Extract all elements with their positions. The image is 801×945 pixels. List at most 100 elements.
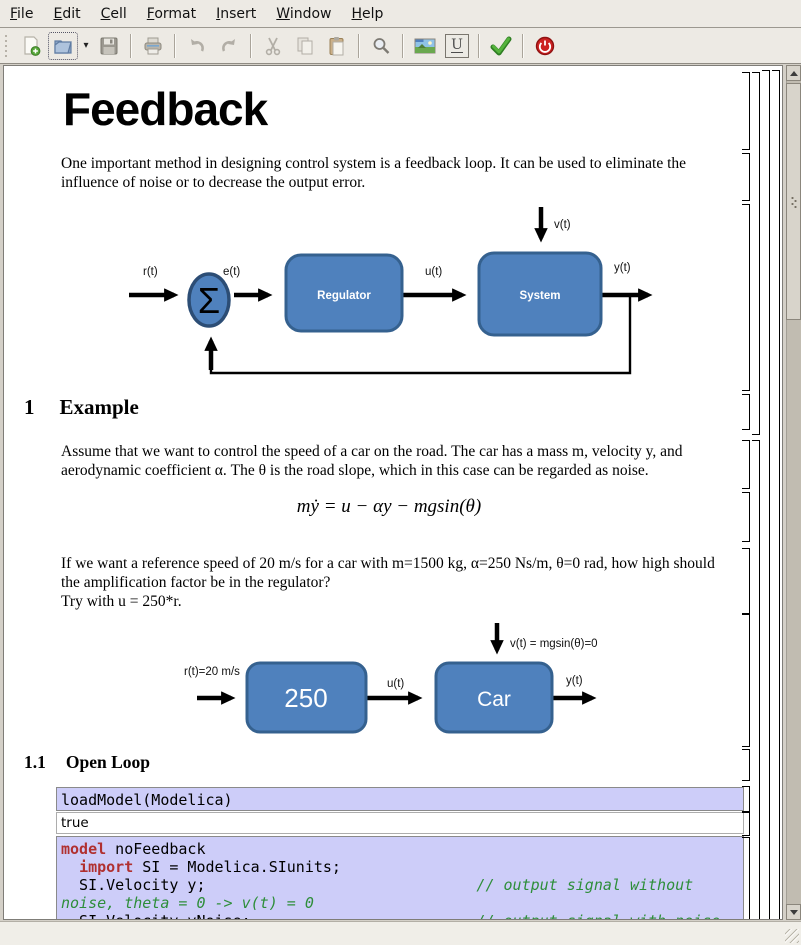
reference-text: If we want a reference speed of 20 m/s f… <box>61 555 715 591</box>
gain-block <box>245 661 368 734</box>
cell-bracket[interactable] <box>742 812 750 836</box>
scroll-down-button[interactable] <box>786 904 801 920</box>
save-button[interactable] <box>94 32 124 60</box>
car-label: Car <box>477 688 511 711</box>
math-formula: mẏ = u − αy − mgsin(θ) <box>296 496 482 517</box>
cell-bracket[interactable] <box>742 492 750 542</box>
insert-image-button[interactable] <box>410 32 440 60</box>
scroll-up-button[interactable] <box>786 65 801 81</box>
toolbar: ▾ <box>0 28 801 64</box>
code-block: model noFeedback import SI = Modelica.SI… <box>61 840 720 919</box>
cell-bracket[interactable] <box>742 749 750 781</box>
new-document-icon <box>24 35 41 56</box>
menu-cell[interactable]: Cell <box>100 5 127 22</box>
checkmark-icon <box>490 36 512 55</box>
section-title: Example <box>59 395 139 419</box>
redo-button[interactable] <box>214 32 244 60</box>
new-document-button[interactable] <box>16 32 46 60</box>
signal-r-label: r(t) <box>143 266 158 278</box>
toolbar-separator <box>402 33 404 58</box>
group-bracket[interactable] <box>752 440 760 919</box>
group-bracket[interactable] <box>772 70 780 919</box>
open-button[interactable] <box>48 31 78 60</box>
redo-icon <box>222 38 235 52</box>
undo-button[interactable] <box>182 32 212 60</box>
cell-bracket[interactable] <box>742 614 750 747</box>
signal-v-label: v(t) = mgsin(θ)=0 <box>510 638 598 650</box>
power-icon <box>535 36 555 55</box>
section-1-heading: 1 Example <box>24 395 139 420</box>
copy-icon <box>297 37 313 54</box>
cell-bracket[interactable] <box>742 72 750 150</box>
scrollbar-thumb[interactable] <box>786 83 801 320</box>
evaluate-button[interactable] <box>486 32 516 60</box>
menu-window[interactable]: Window <box>276 5 332 22</box>
input-cell-loadmodel[interactable]: loadModel(Modelica) <box>56 787 744 811</box>
open-dropdown-button[interactable]: ▾ <box>80 32 92 60</box>
underline-button[interactable]: U <box>442 32 472 60</box>
status-bar <box>0 921 801 945</box>
group-bracket[interactable] <box>762 70 770 919</box>
search-icon <box>373 37 390 54</box>
toolbar-separator <box>478 33 480 58</box>
underline-icon: U <box>445 33 469 58</box>
menu-format[interactable]: Format <box>146 5 197 22</box>
assume-paragraph: Assume that we want to control the speed… <box>61 443 683 479</box>
menu-bar: File Edit Cell Format Insert Window Help <box>0 0 801 28</box>
save-icon <box>100 37 118 54</box>
menu-file[interactable]: File <box>10 5 34 22</box>
undo-icon <box>191 38 204 52</box>
reference-paragraph: If we want a reference speed of 20 m/s f… <box>61 554 731 611</box>
search-button[interactable] <box>366 32 396 60</box>
system-label: System <box>520 290 561 302</box>
output-cell-true: true <box>56 812 744 834</box>
copy-button[interactable] <box>290 32 320 60</box>
cell-bracket[interactable] <box>742 394 750 430</box>
triangle-down-icon <box>789 909 798 915</box>
cut-icon <box>265 37 281 55</box>
sum-junction <box>187 272 231 328</box>
print-icon <box>144 37 162 54</box>
signal-u-label: u(t) <box>425 266 442 278</box>
signal-u-label: u(t) <box>387 678 404 690</box>
car-block <box>434 661 554 734</box>
scrollbar-grip-dots <box>791 196 797 208</box>
toolbar-separator <box>250 33 252 58</box>
output-value: true <box>61 815 89 831</box>
signal-y-label: y(t) <box>566 675 583 687</box>
toolbar-drag-handle[interactable] <box>5 34 11 57</box>
stop-button[interactable] <box>530 32 560 60</box>
cut-button[interactable] <box>258 32 288 60</box>
feedback-block-diagram: Σ Regulator System r(t) e(t) u(t) v(t) y… <box>129 207 653 375</box>
gain-label: 250 <box>284 683 327 713</box>
cell-bracket[interactable] <box>742 837 750 919</box>
menu-edit[interactable]: Edit <box>53 5 81 22</box>
notebook-viewport[interactable]: Feedback One important method in designi… <box>3 65 783 920</box>
cell-bracket[interactable] <box>742 204 750 391</box>
signal-r-label: r(t)=20 m/s <box>184 666 240 678</box>
paste-icon <box>329 36 344 55</box>
code-line: loadModel(Modelica) <box>61 791 233 809</box>
menu-help[interactable]: Help <box>351 5 384 22</box>
cell-bracket[interactable] <box>742 548 750 614</box>
open-folder-icon <box>54 39 72 54</box>
cell-bracket[interactable] <box>742 440 750 489</box>
cell-bracket[interactable] <box>742 153 750 201</box>
cell-bracket[interactable] <box>742 786 750 812</box>
resize-grip[interactable] <box>785 929 799 943</box>
menu-insert[interactable]: Insert <box>216 5 257 22</box>
group-bracket[interactable] <box>752 72 760 435</box>
try-text: Try with u = 250*r. <box>61 593 182 610</box>
signal-e-label: e(t) <box>223 266 240 278</box>
system-block <box>477 251 603 337</box>
signal-y-label: y(t) <box>614 262 631 274</box>
section-number: 1 <box>24 395 35 419</box>
paste-button[interactable] <box>322 32 352 60</box>
input-cell-nofeedback[interactable]: model noFeedback import SI = Modelica.SI… <box>56 836 744 919</box>
chevron-down-icon: ▾ <box>83 40 89 51</box>
image-icon <box>414 38 436 53</box>
print-button[interactable] <box>138 32 168 60</box>
regulator-label: Regulator <box>317 290 371 302</box>
